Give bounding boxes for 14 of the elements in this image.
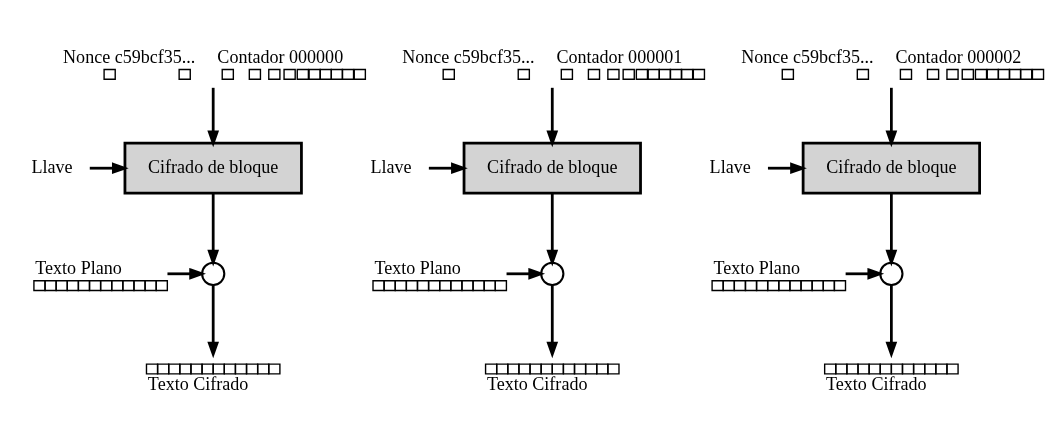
node-label: Texto Plano xyxy=(713,257,800,278)
node-label: Contador 000001 xyxy=(556,46,683,67)
node-label: Contador 000002 xyxy=(895,46,1022,67)
node-label: Texto Plano xyxy=(374,257,461,278)
node-text: Llave xyxy=(709,156,751,177)
node-label: Texto Cifrado xyxy=(826,373,927,394)
node-label: Texto Cifrado xyxy=(147,373,249,394)
node-text: Nonce c59bcf35... Contador 000000 xyxy=(63,46,344,67)
node-text: Llave xyxy=(31,156,73,177)
node-text: Llave xyxy=(370,156,412,177)
node-label: Nonce c59bcf35... xyxy=(741,46,874,67)
node-label: Texto Cifrado xyxy=(486,373,588,394)
node-label: Nonce c59bcf35... xyxy=(402,46,535,67)
node-label: Texto Plano xyxy=(35,257,122,278)
